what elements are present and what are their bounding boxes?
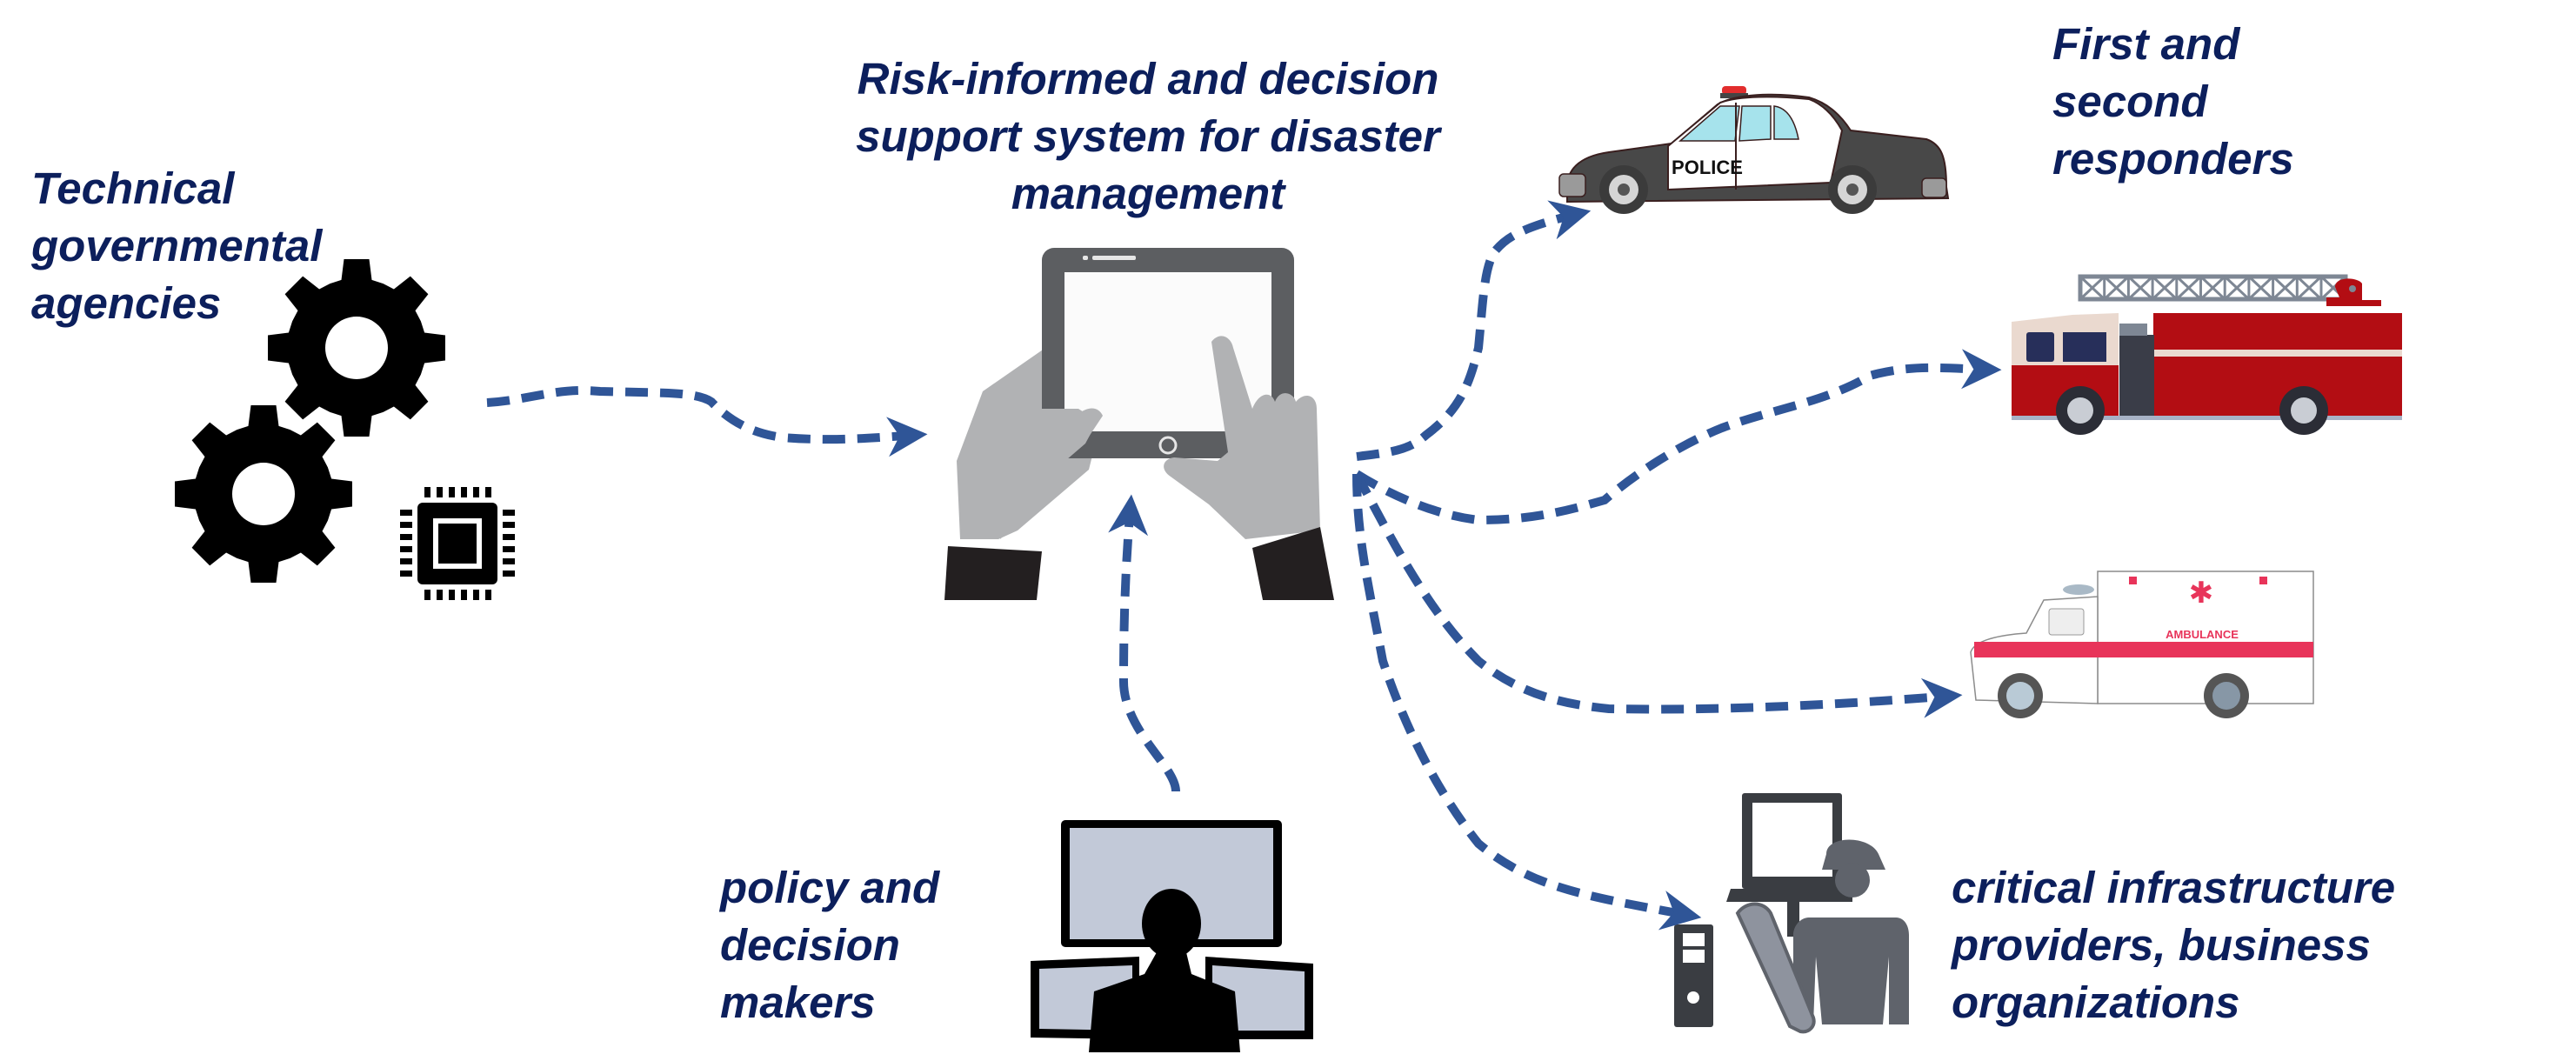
chip-pin [503, 571, 515, 577]
chip-pin [485, 487, 491, 497]
chip-pin [473, 590, 479, 600]
ladder-strut [2247, 275, 2274, 301]
police-label: POLICE [1672, 157, 1743, 178]
ladder-strut [2175, 275, 2202, 301]
arrow-technical-to-center [486, 386, 928, 457]
chip-pin [400, 510, 412, 516]
arrow-center-to-ambulance [1352, 471, 1963, 718]
arrow-center-to-police [1356, 200, 1592, 461]
arrow-policy-to-center [1108, 494, 1180, 792]
ladder-strut [2224, 275, 2250, 301]
chip-pin [400, 522, 412, 528]
technical-agencies-label: Technical governmental agencies [31, 160, 322, 332]
star-of-life-icon: ✱ [2189, 576, 2214, 611]
chip-pin [503, 510, 515, 516]
ambulance-label: AMBULANCE [2166, 628, 2239, 641]
chip-pin [400, 546, 412, 552]
ladder-strut [2272, 275, 2299, 301]
label-line: Risk-informed and decision [857, 54, 1439, 103]
ladder-strut [2296, 275, 2323, 301]
ambulance-icon: AMBULANCE ✱ [1970, 571, 2314, 718]
cpu-chip-icon [400, 487, 515, 600]
responders-label: First and second responders [2052, 16, 2294, 188]
chip-pin [485, 590, 491, 600]
chip-pin [473, 487, 479, 497]
label-line: decision [720, 920, 900, 970]
chip-pin [424, 590, 430, 600]
operator-monitors-icon [1031, 820, 1313, 1052]
ladder-strut [2152, 275, 2178, 301]
label-line: critical infrastructure [1952, 863, 2396, 912]
chip-pin [437, 590, 443, 600]
chip-pin [400, 571, 412, 577]
chip-pin [400, 534, 412, 540]
label-line: agencies [31, 278, 222, 328]
chip-pin [503, 558, 515, 564]
label-line: providers, business [1952, 920, 2371, 970]
chip-pin [461, 487, 467, 497]
label-line: governmental [31, 221, 323, 270]
gear-icon [175, 405, 352, 583]
ladder-strut [2127, 275, 2154, 301]
chip-pin [503, 546, 515, 552]
chip-pin [449, 487, 455, 497]
label-line: management [1011, 169, 1285, 218]
label-line: Technical [31, 163, 235, 213]
label-line: second [2052, 77, 2208, 126]
arrow-center-to-infrastructure [1352, 473, 1702, 931]
label-line: organizations [1952, 978, 2240, 1027]
label-line: policy and [720, 863, 940, 912]
chip-pin [461, 590, 467, 600]
engineer-computer-icon [1674, 793, 1909, 1034]
center-system-label: Risk-informed and decision support syste… [800, 50, 1496, 223]
label-line: First and [2052, 19, 2240, 69]
arrow-center-to-firetruck [1354, 349, 2002, 525]
police-car-icon: POLICE [1558, 86, 1950, 214]
chip-pin [424, 487, 430, 497]
ladder-strut [2199, 275, 2226, 301]
label-line: support system for disaster [856, 111, 1440, 161]
ladder-strut [2103, 275, 2130, 301]
gear-icon [268, 259, 445, 437]
fire-truck-icon [2012, 274, 2402, 435]
ladder-strut [2079, 275, 2106, 301]
label-line: responders [2052, 134, 2294, 184]
policy-makers-label: policy and decision makers [720, 859, 939, 1031]
chip-pin [437, 487, 443, 497]
arrows [486, 200, 2002, 931]
label-line: makers [720, 978, 876, 1027]
chip-pin [449, 590, 455, 600]
tablet-touch-icon [944, 248, 1334, 600]
chip-pin [503, 522, 515, 528]
infrastructure-label: critical infrastructure providers, busin… [1952, 859, 2395, 1031]
chip-pin [400, 558, 412, 564]
chip-pin [503, 534, 515, 540]
